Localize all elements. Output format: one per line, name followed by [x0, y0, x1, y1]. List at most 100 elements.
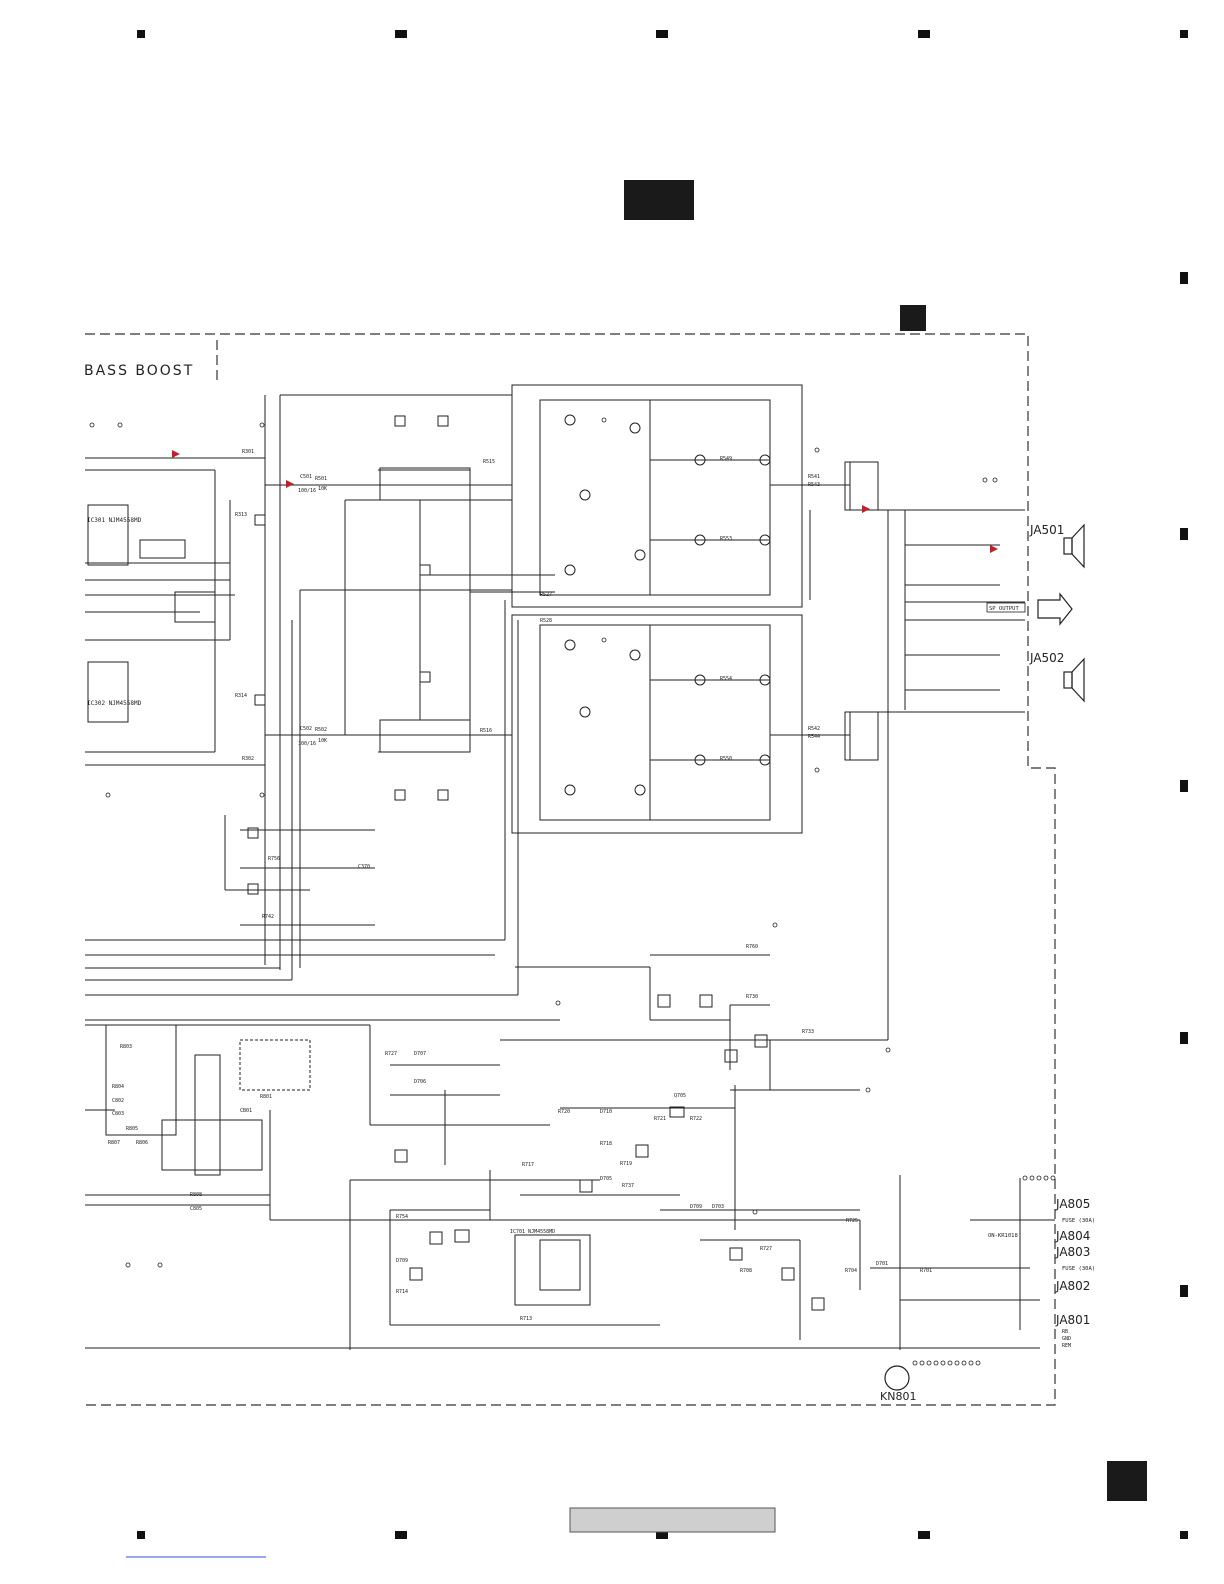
svg-text:C502: C502 — [300, 726, 312, 732]
ja804-label: JA804 — [1055, 1229, 1090, 1243]
svg-text:D705: D705 — [600, 1176, 612, 1182]
output-arrow-icon — [1037, 592, 1073, 626]
svg-text:C803: C803 — [112, 1111, 124, 1117]
svg-text:R553: R553 — [720, 536, 732, 542]
ja805-label: JA805 — [1055, 1197, 1090, 1211]
ic302-label: IC302 NJM4558MD — [87, 700, 142, 707]
left-input-wiring — [85, 394, 512, 970]
speaker-upper-icon — [1063, 523, 1085, 569]
svg-text:R313: R313 — [235, 512, 247, 518]
svg-text:R542: R542 — [808, 726, 820, 732]
svg-text:R714: R714 — [396, 1289, 408, 1295]
svg-text:R301: R301 — [242, 449, 254, 455]
ja801-label: JA801 — [1055, 1313, 1090, 1327]
svg-text:R754: R754 — [396, 1214, 408, 1220]
svg-text:R717: R717 — [522, 1162, 534, 1168]
ja801-pin-rem: REM — [1062, 1343, 1071, 1349]
board-boundary — [85, 333, 1056, 1406]
svg-text:R807: R807 — [108, 1140, 120, 1146]
ic301-label: IC301 NJM4558MD — [87, 517, 142, 524]
protection-circuit — [85, 589, 888, 1091]
svg-text:R727: R727 — [760, 1246, 772, 1252]
svg-text:10K: 10K — [318, 738, 327, 744]
svg-text:R549: R549 — [720, 456, 732, 462]
svg-text:R713: R713 — [520, 1316, 532, 1322]
svg-text:IC701 NJM4558MD: IC701 NJM4558MD — [510, 1229, 555, 1235]
svg-text:R544: R544 — [808, 734, 820, 740]
svg-text:R528: R528 — [540, 618, 552, 624]
signal-arrows — [172, 450, 998, 553]
svg-text:R733: R733 — [802, 1029, 814, 1035]
kn801-knob-icon — [884, 1365, 910, 1391]
svg-text:R516: R516 — [480, 728, 492, 734]
header-block — [624, 180, 694, 220]
svg-text:C501: C501 — [300, 474, 312, 480]
speaker-lower-icon — [1063, 657, 1085, 703]
power-section — [85, 1024, 1055, 1350]
svg-text:R722: R722 — [690, 1116, 702, 1122]
kn801-label: KN801 — [880, 1390, 916, 1403]
svg-text:R725: R725 — [846, 1218, 858, 1224]
svg-text:D707: D707 — [414, 1051, 426, 1057]
svg-text:R543: R543 — [808, 482, 820, 488]
svg-text:D710: D710 — [600, 1109, 612, 1115]
svg-text:R727: R727 — [385, 1051, 397, 1057]
svg-text:D709: D709 — [690, 1204, 702, 1210]
ja801-pin-rb: RB — [1062, 1329, 1068, 1335]
svg-text:C370: C370 — [358, 864, 370, 870]
svg-text:R701: R701 — [920, 1268, 932, 1274]
svg-text:R804: R804 — [112, 1084, 124, 1090]
svg-text:R730: R730 — [746, 994, 758, 1000]
upper-amp-channel — [280, 384, 1025, 1040]
svg-text:100/16: 100/16 — [298, 741, 316, 747]
svg-text:R720: R720 — [558, 1109, 570, 1115]
transistor-marks — [247, 414, 771, 895]
component-labels: R301 R302 R313 R314 C501 C502 100/16 100… — [108, 449, 932, 1322]
ja501-label: JA501 — [1029, 523, 1064, 537]
svg-text:R704: R704 — [845, 1268, 857, 1274]
svg-text:C802: C802 — [112, 1098, 124, 1104]
svg-text:R314: R314 — [235, 693, 247, 699]
svg-text:R803: R803 — [120, 1044, 132, 1050]
svg-text:R742: R742 — [262, 914, 274, 920]
svg-text:R554: R554 — [720, 676, 732, 682]
svg-text:R756: R756 — [268, 856, 280, 862]
svg-text:D709: D709 — [396, 1258, 408, 1264]
svg-text:D701: D701 — [876, 1261, 888, 1267]
svg-text:R302: R302 — [242, 756, 254, 762]
svg-text:R718: R718 — [600, 1141, 612, 1147]
corner-block — [900, 305, 926, 331]
ja802-label: JA802 — [1055, 1279, 1090, 1293]
svg-text:R515: R515 — [483, 459, 495, 465]
svg-text:R502: R502 — [315, 727, 327, 733]
ja803-label: JA803 — [1055, 1245, 1090, 1259]
footer-bar — [569, 1507, 776, 1533]
svg-text:R541: R541 — [808, 474, 820, 480]
svg-text:10K: 10K — [318, 486, 327, 492]
svg-text:R708: R708 — [740, 1268, 752, 1274]
svg-text:C805: C805 — [190, 1206, 202, 1212]
page-block — [1107, 1461, 1147, 1501]
test-points — [89, 417, 1056, 1366]
ja801-pin-gnd: GND — [1062, 1336, 1071, 1342]
coil-label: ON-KR1018 — [988, 1233, 1018, 1239]
ja502-label: JA502 — [1029, 651, 1064, 665]
svg-text:Q705: Q705 — [674, 1093, 686, 1099]
svg-text:R801: R801 — [260, 1094, 272, 1100]
sp-output-box — [986, 602, 1026, 613]
section-title: BASS BOOST — [84, 363, 194, 379]
svg-text:R501: R501 — [315, 476, 327, 482]
svg-text:100/16: 100/16 — [298, 488, 316, 494]
lower-amp-channel — [280, 610, 1025, 834]
svg-text:R760: R760 — [746, 944, 758, 950]
svg-text:D703: D703 — [712, 1204, 724, 1210]
svg-text:R719: R719 — [620, 1161, 632, 1167]
svg-text:CB01: CB01 — [240, 1108, 252, 1114]
fuse-label-b: FUSE (30A) — [1062, 1266, 1095, 1272]
svg-text:R527: R527 — [540, 592, 552, 598]
svg-text:R737: R737 — [622, 1183, 634, 1189]
svg-text:R550: R550 — [720, 756, 732, 762]
sp-output-label: SP OUTPUT — [989, 606, 1019, 612]
svg-text:R721: R721 — [654, 1116, 666, 1122]
